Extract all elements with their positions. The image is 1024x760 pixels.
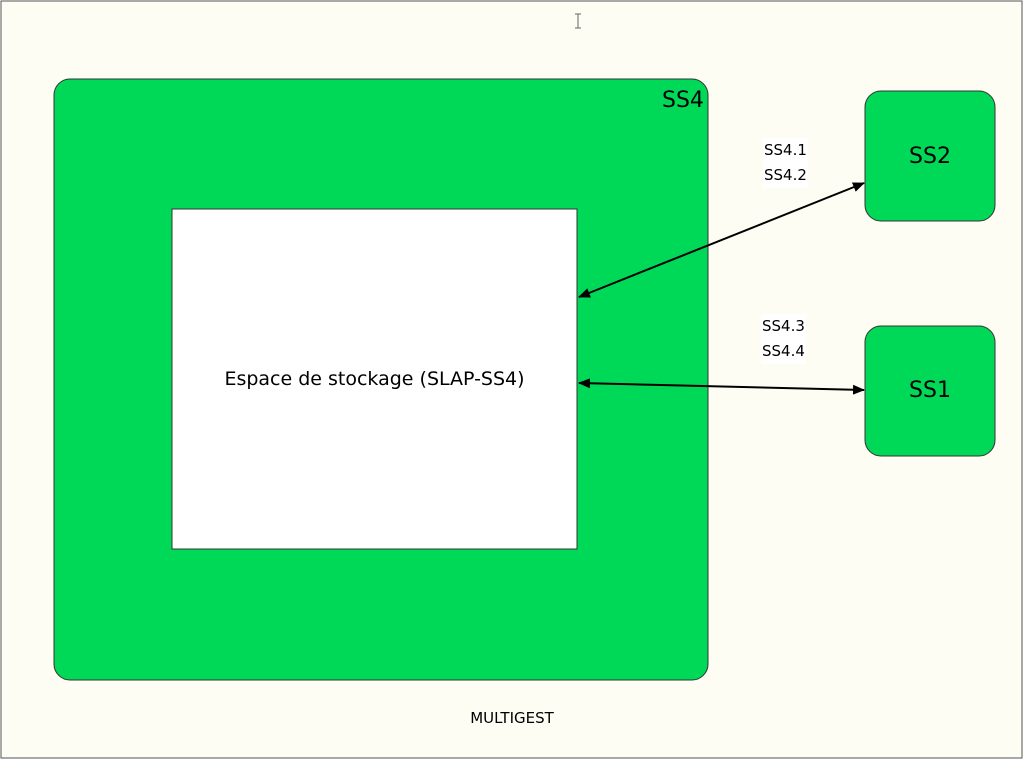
- link-label-ss4-1: SS4.1: [763, 138, 808, 163]
- footer-label: MULTIGEST: [470, 709, 554, 727]
- ss2-label: SS2: [909, 144, 951, 169]
- ss2-box[interactable]: [864, 90, 996, 222]
- ss1-box[interactable]: [864, 325, 996, 457]
- text-cursor-icon: [575, 13, 581, 29]
- link-label-ss4-2: SS4.2: [763, 163, 808, 188]
- storage-label: Espace de stockage (SLAP-SS4): [224, 368, 525, 390]
- ss1-label: SS1: [909, 378, 951, 403]
- arrow-storage-ss2: [578, 182, 865, 298]
- storage-box[interactable]: [171, 208, 578, 550]
- link-label-ss4-4: SS4.4: [761, 339, 806, 364]
- arrow-storage-ss1: [578, 378, 865, 395]
- ss4-label: SS4: [662, 88, 704, 113]
- link-label-ss4-3: SS4.3: [761, 314, 806, 339]
